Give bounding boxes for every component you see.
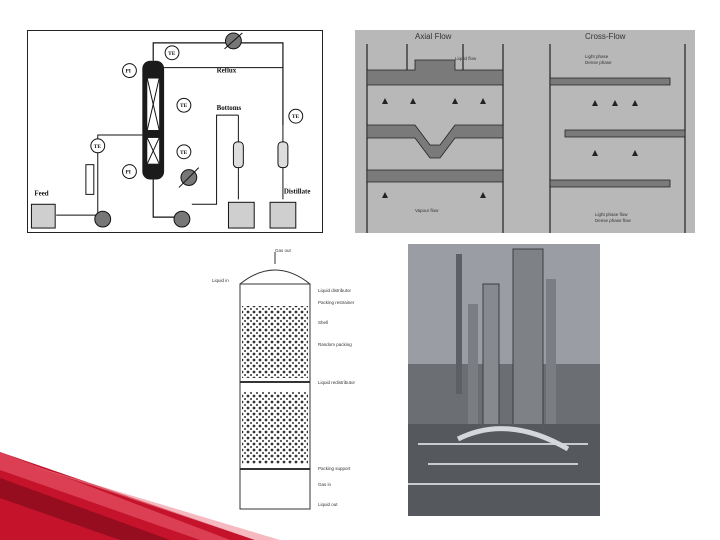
gas-out-label: Gas out [275, 248, 292, 253]
column-label-liquid-redistributor: Liquid redistributor [318, 380, 356, 385]
tag-te-3: TE [94, 144, 102, 150]
tag-te-1: TE [168, 51, 176, 57]
reflux-label: Reflux [217, 68, 237, 75]
feed-label: Feed [34, 190, 48, 197]
tag-pi-2: PI [125, 170, 130, 176]
distillate-label: Distillate [284, 188, 311, 195]
column-label-gas-in: Gas in [318, 482, 332, 487]
column-label-liquid-out: Liquid out [318, 502, 338, 507]
axial-vapor-label: Vapour flow [415, 208, 439, 213]
bottoms-tank [228, 202, 254, 228]
axial-flow-title: Axial Flow [415, 32, 452, 41]
column-label-random-packing: Random packing [318, 342, 352, 347]
packing-bed-top [242, 306, 308, 378]
column-label-liquid-distributor: Liquid distributor [318, 288, 352, 293]
liquid-in-label: Liquid in [212, 278, 229, 283]
feed-tank [31, 204, 55, 228]
column-label-shell: Shell [318, 320, 328, 325]
feed-pump-icon [95, 211, 111, 227]
packing-bed-bottom [242, 392, 308, 464]
cross-dense-label: Dense phase [585, 60, 612, 65]
column-label-packing-support: Packing support [318, 466, 351, 471]
distillate-tank [270, 202, 296, 228]
tag-te-2: TE [180, 103, 188, 109]
distillation-flowsheet-diagram: TE PI TE TE TE PI TE Reflux Bottoms Feed… [27, 30, 323, 233]
cross-light-label: Light phase [585, 54, 609, 59]
cross-light-flow-label: Light phase flow [595, 212, 628, 217]
axial-liquid-label: Liquid flow [455, 56, 477, 61]
bottoms-pump-icon [174, 211, 190, 227]
packed-column-schematic: Gas out Liquid in Liquid distributor Pac… [210, 244, 388, 516]
column-label-packing-restrainer: Packing restrainer [318, 300, 355, 305]
axial-cross-flow-diagram: Axial Flow Cross-Flow Liquid flow Vapour… [355, 30, 695, 233]
cross-flow-title: Cross-Flow [585, 32, 626, 41]
tag-pi-1: PI [125, 69, 130, 75]
bottoms-label: Bottoms [217, 105, 242, 112]
cross-dense-flow-label: Dense phase flow [595, 218, 632, 223]
tag-te-5: TE [292, 114, 300, 120]
tag-te-4: TE [180, 150, 188, 156]
refinery-columns-photo [408, 244, 600, 516]
